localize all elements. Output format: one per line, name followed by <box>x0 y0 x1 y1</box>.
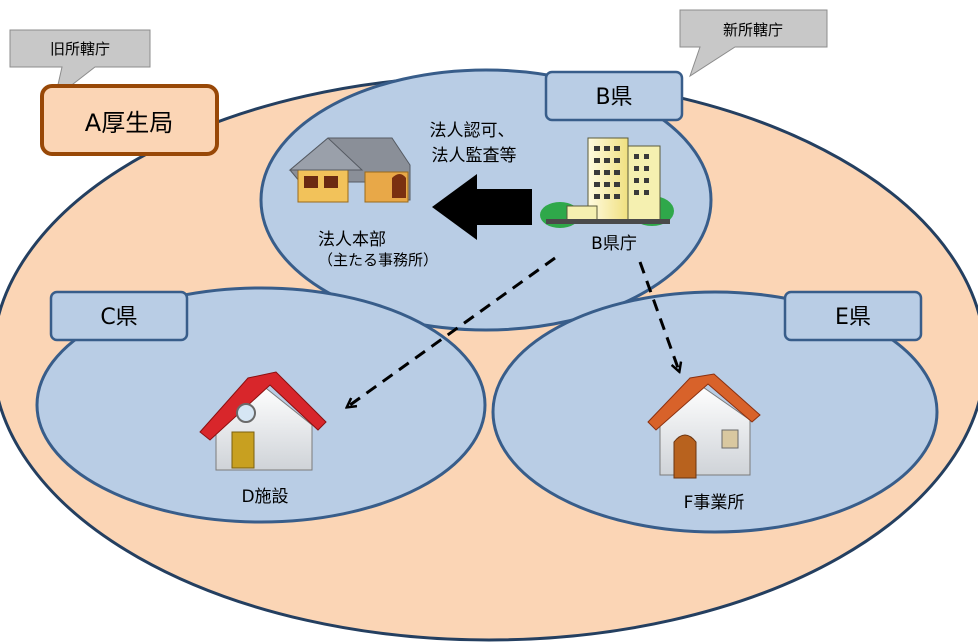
authority-arrow <box>432 174 532 240</box>
f-office-house-icon <box>647 373 761 479</box>
c-pref-box: C県 <box>49 290 189 342</box>
authority-text-line2: 法人監査等 <box>432 146 517 166</box>
headquarters-house-icon <box>288 137 411 203</box>
b-pref-label: B県 <box>595 85 632 110</box>
e-pref-box: E県 <box>783 290 923 342</box>
headquarters-sublabel: （主たる事務所） <box>318 251 438 269</box>
b-office-label: B県庁 <box>591 234 637 254</box>
authority-text-line1: 法人認可、 <box>430 121 515 141</box>
dashed-arrow-to-d-facility <box>350 256 556 405</box>
a-bureau-label: A厚生局 <box>85 109 173 137</box>
new-jurisdiction-callout: 新所轄庁 <box>679 9 828 78</box>
old-jurisdiction-callout: 旧所轄庁 <box>9 29 151 100</box>
d-facility-label: D施設 <box>241 487 288 507</box>
e-pref-label: E県 <box>835 305 871 330</box>
old-jurisdiction-label: 旧所轄庁 <box>50 40 110 58</box>
c-pref-label: C県 <box>100 305 137 330</box>
headquarters-label: 法人本部 <box>318 230 386 250</box>
f-office-label: F事業所 <box>684 493 745 513</box>
prefectural-office-building-icon <box>540 137 674 228</box>
a-bureau-box: A厚生局 <box>40 84 219 156</box>
new-jurisdiction-label: 新所轄庁 <box>723 21 783 39</box>
d-facility-house-icon <box>199 371 327 471</box>
b-pref-box: B県 <box>544 70 684 122</box>
